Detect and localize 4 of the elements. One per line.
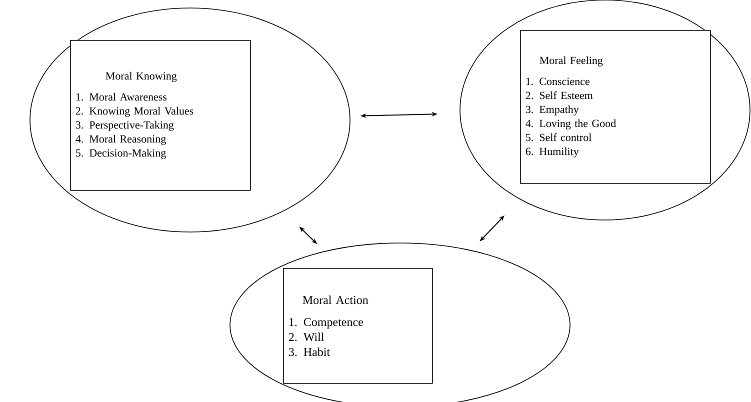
ellipse xyxy=(30,8,350,232)
list-box: Moral Feeling 1. Conscience 2. Self Esteem 3. Empathy 4. Loving the Good 5. Self control 6. Humility xyxy=(520,30,711,184)
list-box: Moral Knowing 1. Moral Awareness 2. Knowing Moral Values 3. Perspective-Taking 4. Moral Reasoning 5. Decision-Making xyxy=(70,40,251,191)
list-box: Moral Action 1. Competence 2. Will 3. Habit xyxy=(283,268,433,384)
